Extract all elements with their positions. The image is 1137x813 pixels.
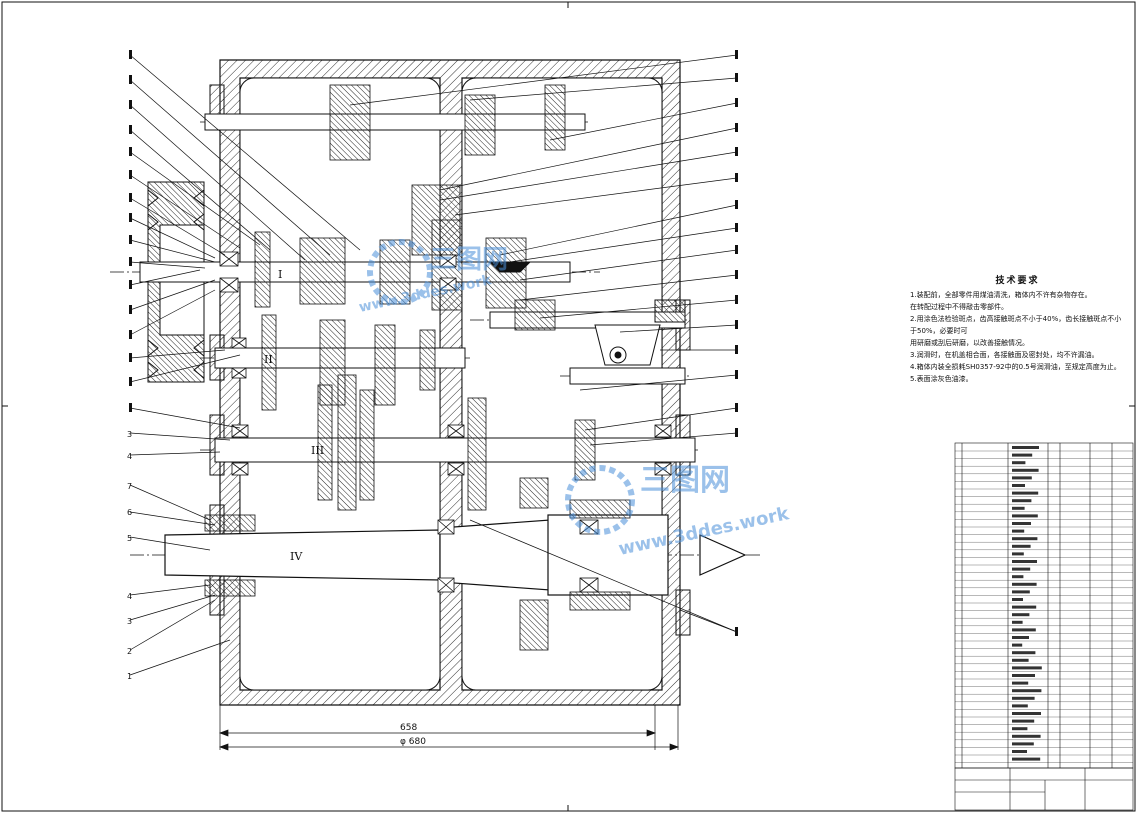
shaft-label-iii: III xyxy=(311,444,324,457)
parts-list-entry-mark xyxy=(1012,757,1041,761)
parts-list-entry-mark xyxy=(1012,499,1032,503)
parts-list-entry-mark xyxy=(1012,643,1023,647)
parts-list-entry-mark xyxy=(1012,582,1037,586)
parts-list-entry-mark xyxy=(1012,446,1039,449)
balloon-ticks xyxy=(129,50,738,636)
shaft-label-iv: IV xyxy=(290,550,303,563)
parts-list-entry-mark xyxy=(1012,750,1027,753)
parts-list-entry-mark xyxy=(1012,704,1028,708)
parts-list-entry-mark xyxy=(1012,461,1026,465)
leader-lines xyxy=(129,54,738,676)
callout-3: 3 xyxy=(127,430,132,439)
tech-requirement-2b: 用研磨或刮后研磨，以改善接触情况。 xyxy=(910,339,1029,347)
parts-list-entry-mark xyxy=(1012,727,1028,731)
callout-7: 7 xyxy=(127,482,132,491)
bearings xyxy=(219,251,672,593)
parts-list-entry-mark xyxy=(1012,719,1035,723)
parts-list-entry-mark xyxy=(1012,674,1035,677)
gears xyxy=(204,84,631,651)
parts-list-entry-mark xyxy=(1012,742,1034,746)
tech-requirement-2: 2.用涂色法检验斑点，齿高接触斑点不小于40%，齿长接触斑点不小于50%，必要时… xyxy=(910,315,1122,335)
shaft-label-ii: II xyxy=(264,353,273,366)
shaft-label-i: I xyxy=(278,268,282,281)
parts-list-entry-mark xyxy=(1012,476,1032,480)
tech-requirement-1b: 在转配过程中不得敲击零部件。 xyxy=(910,303,1008,311)
parts-list-entry-mark xyxy=(1012,544,1031,548)
parts-list-entry-mark xyxy=(1012,613,1030,617)
callout-5: 5 xyxy=(127,534,132,543)
watermark-brand-2: 三图网 xyxy=(640,463,730,498)
tech-requirement-1: 1.装配前，全部零件用煤油清洗，箱体内不许有杂物存在。 xyxy=(910,291,1092,299)
parts-list-entry-mark xyxy=(1012,605,1037,609)
tech-requirement-4: 4.箱体内装全损耗SH0357-92中的0.5号润滑油，至规定高度为止。 xyxy=(910,363,1121,371)
tech-requirement-5: 5.表面涂灰色油漆。 xyxy=(910,375,973,383)
parts-list-entries xyxy=(1012,446,1042,761)
parts-list-entry-mark xyxy=(1012,567,1031,571)
parts-list-entry-mark xyxy=(1012,484,1025,487)
callout-1: 1 xyxy=(127,672,132,681)
callout-2: 2 xyxy=(127,647,132,656)
parts-list-entry-mark xyxy=(1012,628,1036,632)
parts-list-entry-mark xyxy=(1012,636,1029,639)
callout-4b: 4 xyxy=(127,592,132,601)
callout-numbers: 3 4 7 6 5 4 3 2 1 xyxy=(127,430,132,681)
dimension-inner-width: 658 xyxy=(400,723,417,733)
watermark-brand-1: 三图网 xyxy=(430,245,508,275)
parts-list-entry-mark xyxy=(1012,514,1038,518)
parts-list-entry-mark xyxy=(1012,552,1024,556)
parts-list-entry-mark xyxy=(1012,590,1030,594)
parts-list-entry-mark xyxy=(1012,560,1037,563)
parts-list-entry-mark xyxy=(1012,681,1029,685)
shafts xyxy=(110,113,760,596)
parts-list-entry-mark xyxy=(1012,666,1042,670)
parts-list-entry-mark xyxy=(1012,506,1025,510)
technical-requirements: 技术要求 1.装配前，全部零件用煤油清洗，箱体内不许有杂物存在。 在转配过程中不… xyxy=(910,275,1125,385)
parts-list-table xyxy=(954,442,1134,811)
dimension-outer-width: φ 680 xyxy=(400,737,426,747)
parts-list-entry-mark xyxy=(1012,522,1031,525)
shaft-labels: I II III IV xyxy=(264,268,324,563)
parts-list-entry-mark xyxy=(1012,598,1023,601)
parts-list-entry-mark xyxy=(1012,537,1038,541)
parts-list-entry-mark xyxy=(1012,575,1024,579)
callout-4: 4 xyxy=(127,452,132,461)
parts-list-entry-mark xyxy=(1012,468,1039,472)
parts-list-entry-mark xyxy=(1012,689,1042,693)
parts-list-entry-mark xyxy=(1012,529,1025,533)
dimension-lines xyxy=(219,705,679,751)
parts-list-entry-mark xyxy=(1012,453,1033,457)
parts-list-entry-mark xyxy=(1012,696,1035,700)
parts-list-entry-mark xyxy=(1012,658,1029,662)
parts-list-entry-mark xyxy=(1012,712,1041,715)
parts-list-entry-mark xyxy=(1012,651,1036,655)
parts-list-entry-mark xyxy=(1012,734,1041,738)
parts-list-entry-mark xyxy=(1012,491,1039,495)
callout-6: 6 xyxy=(127,508,132,517)
tech-requirements-title: 技术要求 xyxy=(995,276,1040,286)
parts-list-entry-mark xyxy=(1012,620,1023,624)
tech-requirement-3: 3.润滑时，在机盖相合面，各接触面及密封处，均不许漏油。 xyxy=(910,351,1099,359)
callout-3b: 3 xyxy=(127,617,132,626)
